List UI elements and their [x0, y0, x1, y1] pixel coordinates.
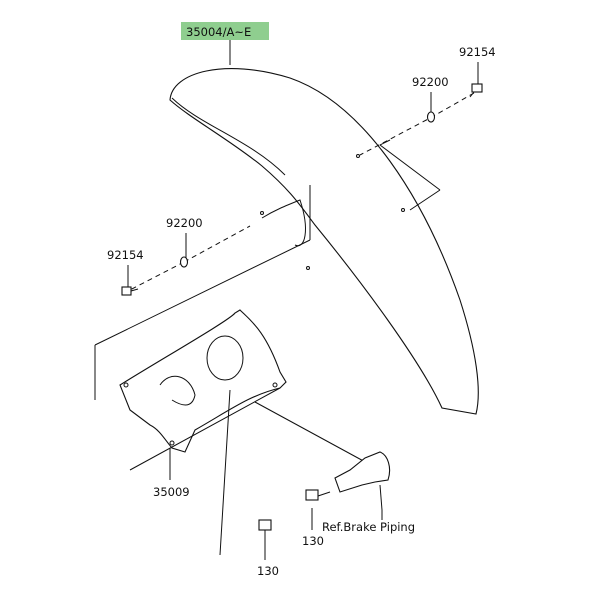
washer-left-part-number[interactable]: 92200 — [166, 216, 203, 230]
bolt-left[interactable] — [121, 286, 139, 296]
fender-label-highlight — [181, 22, 269, 40]
washer-left[interactable] — [179, 256, 189, 268]
bolt-right[interactable] — [305, 489, 331, 501]
bolt-bottom[interactable] — [258, 519, 272, 538]
brake-pipe-clamp[interactable] — [334, 451, 391, 511]
bracket-part-number[interactable]: 35009 — [153, 485, 190, 499]
bolt-left-part-number[interactable]: 92154 — [107, 248, 144, 262]
bolt-top-right-part-number[interactable]: 92154 — [459, 45, 496, 59]
fender-bracket[interactable] — [119, 309, 287, 453]
washer-top-right-part-number[interactable]: 92200 — [412, 75, 449, 89]
washer-top-right[interactable] — [426, 111, 436, 123]
brake-piping-reference[interactable]: Ref.Brake Piping — [322, 520, 415, 534]
bolt-right-part-number[interactable]: 130 — [302, 534, 324, 548]
bolt-bottom-part-number[interactable]: 130 — [257, 564, 279, 578]
bolt-top-right[interactable] — [469, 83, 483, 98]
fender-part-number[interactable]: 35004/A~E — [186, 25, 251, 39]
front-fender[interactable] — [169, 68, 479, 415]
